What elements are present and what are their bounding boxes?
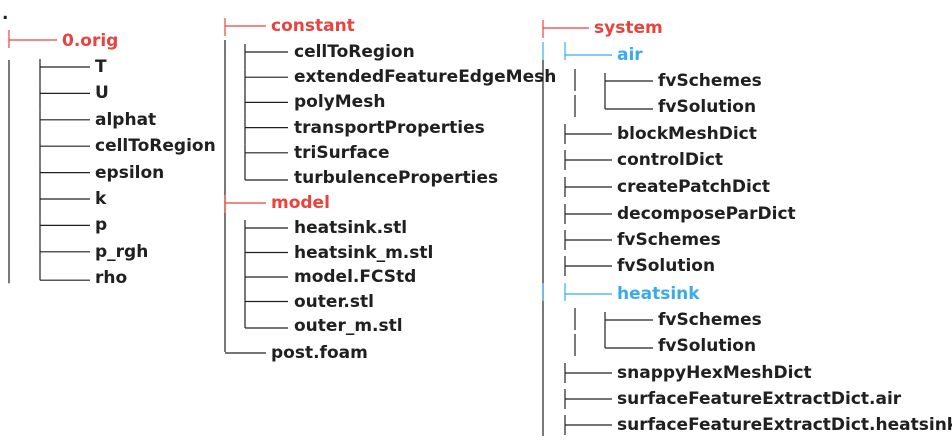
folder-heatsink[interactable]: heatsink	[617, 284, 700, 304]
file-model-model-fcstd[interactable]: model.FCStd	[294, 267, 417, 287]
file-model-heatsink-stl[interactable]: heatsink.stl	[294, 218, 408, 238]
file-system-fvschemes[interactable]: fvSchemes	[617, 230, 721, 250]
file-constant-transportproperties[interactable]: transportProperties	[294, 117, 485, 138]
file-system-createpatchdict[interactable]: createPatchDict	[617, 177, 771, 197]
file-c1-k[interactable]: k	[95, 189, 107, 209]
file-c1-celltoregion[interactable]: cellToRegion	[95, 136, 216, 157]
file-model-outer-m-stl[interactable]: outer_m.stl	[294, 316, 403, 336]
folder-air[interactable]: air	[617, 45, 643, 65]
file-c1-u[interactable]: U	[95, 83, 109, 104]
file-system-snappyhexmeshdict[interactable]: snappyHexMeshDict	[617, 363, 812, 383]
file-post-foam[interactable]: post.foam	[271, 343, 368, 363]
folder-0-orig[interactable]: 0.orig	[62, 31, 119, 51]
file-constant-extendedfeatureedgemesh[interactable]: extendedFeatureEdgeMesh	[294, 67, 557, 88]
folder-system[interactable]: system	[594, 18, 663, 38]
file-heatsink-fvschemes[interactable]: fvSchemes	[658, 310, 762, 330]
file-c1-t[interactable]: T	[95, 57, 107, 77]
file-constant-polymesh[interactable]: polyMesh	[294, 92, 386, 113]
file-c1-alphat[interactable]: alphat	[95, 109, 157, 130]
file-c1-p-rgh[interactable]: p_rgh	[95, 241, 149, 262]
file-air-fvschemes[interactable]: fvSchemes	[658, 71, 762, 91]
file-model-heatsink-m-stl[interactable]: heatsink_m.stl	[294, 242, 434, 263]
file-c1-p[interactable]: p	[95, 215, 108, 236]
file-heatsink-fvsolution[interactable]: fvSolution	[658, 336, 757, 356]
folder-constant[interactable]: constant	[271, 16, 355, 36]
file-system-fvsolution[interactable]: fvSolution	[617, 256, 716, 276]
root-marker: .	[2, 4, 9, 24]
file-system-surfacefeatureextractdict-heatsink[interactable]: surfaceFeatureExtractDict.heatsink	[617, 415, 952, 435]
file-c1-epsilon[interactable]: epsilon	[95, 162, 165, 183]
file-system-surfacefeatureextractdict-air[interactable]: surfaceFeatureExtractDict.air	[617, 389, 902, 409]
file-model-outer-stl[interactable]: outer.stl	[294, 291, 374, 312]
file-air-fvsolution[interactable]: fvSolution	[658, 97, 757, 117]
file-system-controldict[interactable]: controlDict	[617, 150, 724, 170]
file-system-decomposepardict[interactable]: decomposeParDict	[617, 204, 796, 224]
folder-model[interactable]: model	[271, 193, 330, 213]
file-c1-rho[interactable]: rho	[95, 268, 128, 289]
file-constant-trisurface[interactable]: triSurface	[294, 142, 390, 163]
file-constant-celltoregion[interactable]: cellToRegion	[294, 42, 415, 62]
file-system-blockmeshdict[interactable]: blockMeshDict	[617, 124, 757, 144]
file-constant-turbulenceproperties[interactable]: turbulenceProperties	[294, 168, 499, 188]
